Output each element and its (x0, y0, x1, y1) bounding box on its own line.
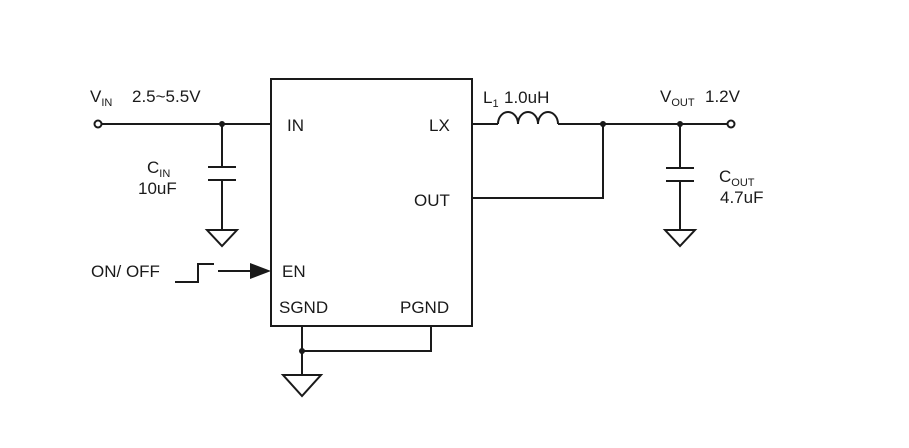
ic-ground-junction (299, 348, 305, 354)
ic-ground-wiring (301, 326, 432, 375)
vout-terminal (726, 119, 736, 129)
cin-ground-symbol (204, 229, 240, 248)
cin-label: CIN (147, 158, 170, 180)
vin-label: VIN (90, 87, 112, 109)
out-feedback-wire (472, 124, 604, 199)
cin-capacitor (208, 124, 236, 230)
pin-sgnd-label: SGND (279, 298, 328, 317)
inductor-coil (497, 111, 559, 125)
pin-in-label: IN (287, 116, 304, 135)
vout-label: VOUT (660, 87, 695, 109)
vin-range: 2.5~5.5V (132, 87, 201, 106)
enable-label: ON/ OFF (91, 262, 160, 281)
enable-arrow-head (250, 263, 271, 279)
cout-label: COUT (719, 167, 755, 189)
pin-lx-label: LX (429, 116, 450, 135)
cin-value: 10uF (138, 179, 177, 198)
cout-ground-symbol (662, 229, 698, 248)
vin-terminal (93, 119, 103, 129)
inductor-label: L1 (483, 88, 499, 110)
pin-pgnd-label: PGND (400, 298, 449, 317)
pin-out-label: OUT (414, 191, 450, 210)
cout-value: 4.7uF (720, 188, 763, 207)
ic-ground-symbol (280, 374, 324, 398)
cout-capacitor (666, 124, 694, 230)
vout-value: 1.2V (705, 87, 741, 106)
inductor-value: 1.0uH (504, 88, 549, 107)
pin-en-label: EN (282, 262, 306, 281)
ic-body (270, 78, 473, 327)
enable-step-symbol (175, 263, 214, 283)
